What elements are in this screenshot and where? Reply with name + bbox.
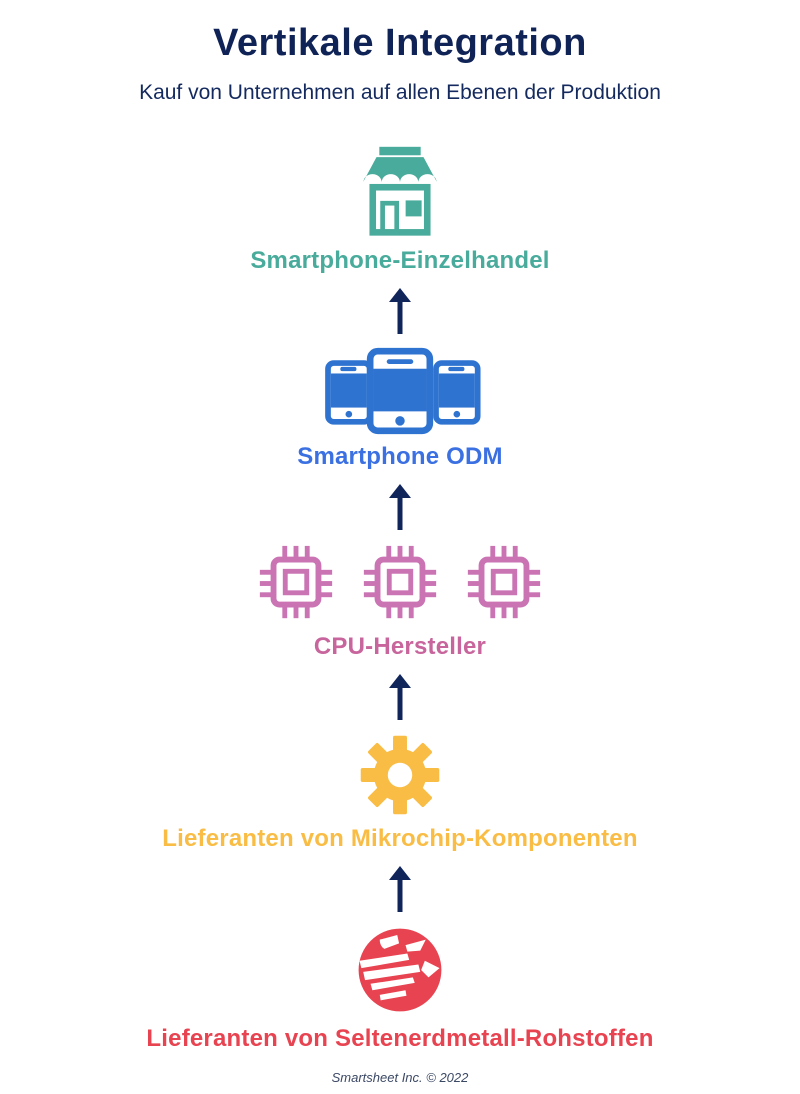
tier-cpu-manufacturer: CPU-Hersteller bbox=[251, 542, 549, 662]
tier-label-cpu-manufacturer: CPU-Hersteller bbox=[313, 633, 487, 660]
gear-icon bbox=[352, 732, 448, 818]
tier-label-smartphone-odm: Smartphone ODM bbox=[297, 443, 503, 470]
storefront-icon bbox=[348, 144, 452, 238]
arrow-up-icon bbox=[388, 866, 412, 912]
smartphones-icon bbox=[318, 346, 482, 436]
tier-rare-earth-raw-material-suppliers: Lieferanten von Seltenerdmetall-Rohstoff… bbox=[146, 924, 653, 1054]
footer-credit: Smartsheet Inc. © 2022 bbox=[331, 1070, 469, 1085]
tier-smartphone-odm: Smartphone ODM bbox=[297, 346, 503, 472]
arrow-up-icon bbox=[388, 484, 412, 530]
tier-smartphone-retail: Smartphone-Einzelhandel bbox=[250, 144, 549, 276]
tier-label-rare-earth-raw-material-suppliers: Lieferanten von Seltenerdmetall-Rohstoff… bbox=[146, 1025, 654, 1052]
arrow-up-icon bbox=[388, 674, 412, 720]
microchip-icon bbox=[251, 542, 549, 626]
page-title: Vertikale Integration bbox=[213, 22, 587, 64]
tier-label-smartphone-retail: Smartphone-Einzelhandel bbox=[250, 247, 550, 274]
globe-icon bbox=[354, 924, 446, 1016]
page-subtitle: Kauf von Unternehmen auf allen Ebenen de… bbox=[139, 81, 661, 104]
arrow-up-icon bbox=[388, 288, 412, 334]
tier-label-microchip-component-suppliers: Lieferanten von Mikrochip-Komponenten bbox=[162, 825, 638, 852]
tier-microchip-component-suppliers: Lieferanten von Mikrochip-Komponenten bbox=[162, 732, 638, 854]
